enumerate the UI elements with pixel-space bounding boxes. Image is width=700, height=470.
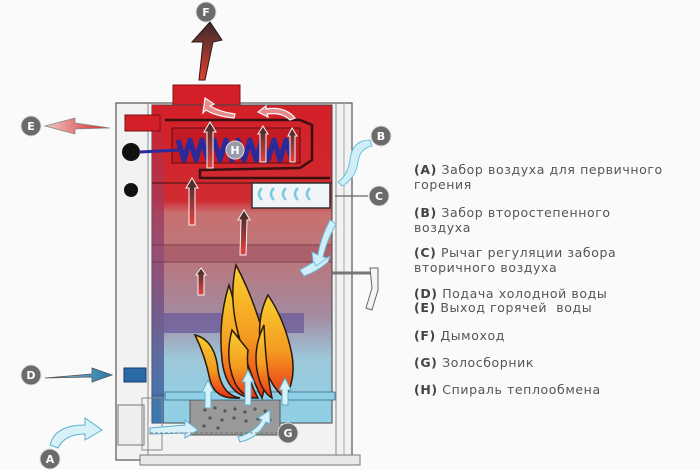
door-handle bbox=[332, 267, 379, 311]
svg-text:B: B bbox=[377, 130, 385, 143]
hot-water-outlet-pipe bbox=[124, 114, 161, 132]
badge-c: C bbox=[368, 185, 390, 207]
pressure-gauge bbox=[124, 183, 138, 197]
secondary-air-baffle bbox=[251, 182, 331, 209]
legend-item-a: (A) Забор воздуха для первичного горения bbox=[414, 162, 663, 192]
svg-text:G: G bbox=[283, 427, 292, 440]
legend-item-h: (H) Спираль теплообмена bbox=[414, 382, 601, 397]
flue-gas-arrows bbox=[202, 96, 296, 121]
badge-e: E bbox=[20, 115, 42, 137]
cold-water-in-arrow bbox=[44, 367, 114, 383]
svg-text:A: A bbox=[46, 453, 55, 466]
svg-text:E: E bbox=[27, 120, 35, 133]
badge-a: A bbox=[39, 448, 61, 470]
badge-b: B bbox=[370, 125, 392, 147]
legend-item-e: (E) Выход горячей воды bbox=[414, 300, 593, 315]
thermometer-gauge bbox=[122, 143, 140, 161]
badge-h: H bbox=[225, 140, 245, 160]
badge-d: D bbox=[20, 364, 42, 386]
legend-item-g: (G) Золосборник bbox=[414, 355, 534, 370]
svg-text:H: H bbox=[230, 144, 239, 157]
legend-item-f: (F) Дымоход bbox=[414, 328, 505, 343]
legend-item-b: (B) Забор второстепенного воздуха bbox=[414, 205, 611, 235]
svg-text:C: C bbox=[375, 190, 383, 203]
badge-f: F bbox=[195, 1, 217, 23]
secondary-air-arrows bbox=[299, 139, 373, 277]
control-panel bbox=[117, 114, 163, 451]
badge-g: G bbox=[277, 422, 299, 444]
flame-icon bbox=[193, 262, 294, 400]
hot-water-out-arrow bbox=[43, 117, 111, 135]
svg-text:F: F bbox=[202, 6, 210, 19]
primary-air-arrows bbox=[49, 368, 292, 449]
svg-text:D: D bbox=[26, 369, 35, 382]
cold-water-inlet-pipe bbox=[123, 367, 147, 383]
primary-air-damper bbox=[117, 404, 145, 446]
flue-arrow bbox=[190, 21, 223, 81]
legend-item-c: (C) Рычаг регуляции забора вторичного во… bbox=[414, 245, 617, 275]
legend-item-d: (D) Подача холодной воды bbox=[414, 286, 608, 301]
hot-gas-arrows bbox=[185, 121, 298, 296]
